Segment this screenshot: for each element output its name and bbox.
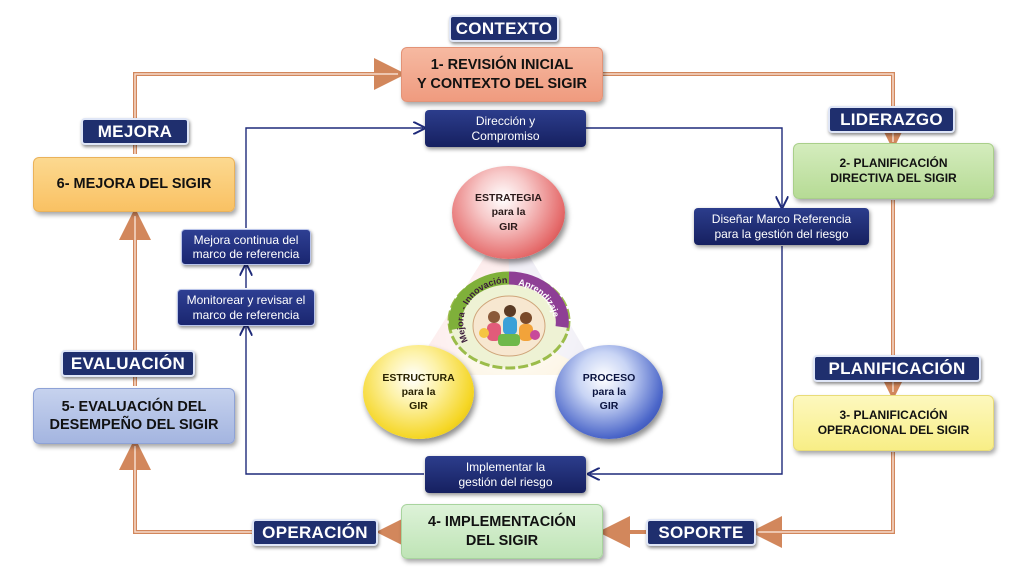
people-illustration <box>479 305 540 346</box>
step-disenar-marco: Diseñar Marco Referencia para la gestión… <box>694 208 869 245</box>
tag-liderazgo: LIDERAZGO <box>828 106 955 133</box>
tag-mejora: MEJORA <box>81 118 189 145</box>
circle-estructura: ESTRUCTURA para la GIR <box>363 345 474 439</box>
circle-proceso: PROCESO para la GIR <box>555 345 663 439</box>
stage-2-planificacion-directiva: 2- PLANIFICACIÓN DIRECTIVA DEL SIGIR <box>793 143 994 199</box>
stage-6-mejora: 6- MEJORA DEL SIGIR <box>33 157 235 212</box>
tag-soporte: SOPORTE <box>646 519 756 546</box>
stage-1-revision-inicial: 1- REVISIÓN INICIAL Y CONTEXTO DEL SIGIR <box>401 47 603 102</box>
stage-5-evaluacion-desempeno: 5- EVALUACIÓN DEL DESEMPEÑO DEL SIGIR <box>33 388 235 444</box>
step-direccion-compromiso: Dirección y Compromiso <box>425 110 586 147</box>
tag-evaluacion: EVALUACIÓN <box>61 350 195 377</box>
inner-cycle-arrows <box>246 128 782 474</box>
circle-estrategia: ESTRATEGIA para la GIR <box>452 166 565 259</box>
step-monitorear-revisar: Monitorear y revisar el marco de referen… <box>177 289 315 326</box>
stage-3-planificacion-operacional: 3- PLANIFICACIÓN OPERACIONAL DEL SIGIR <box>793 395 994 451</box>
tag-planificacion: PLANIFICACIÓN <box>813 355 981 382</box>
tag-contexto: CONTEXTO <box>449 15 559 42</box>
step-implementar-gestion: Implementar la gestión del riesgo <box>425 456 586 493</box>
step-mejora-continua: Mejora continua del marco de referencia <box>181 229 311 265</box>
improvement-ring: Mejora - Innovación Aprendizaje <box>447 271 571 370</box>
tag-operacion: OPERACIÓN <box>252 519 378 546</box>
stage-4-implementacion: 4- IMPLEMENTACIÓN DEL SIGIR <box>401 504 603 559</box>
